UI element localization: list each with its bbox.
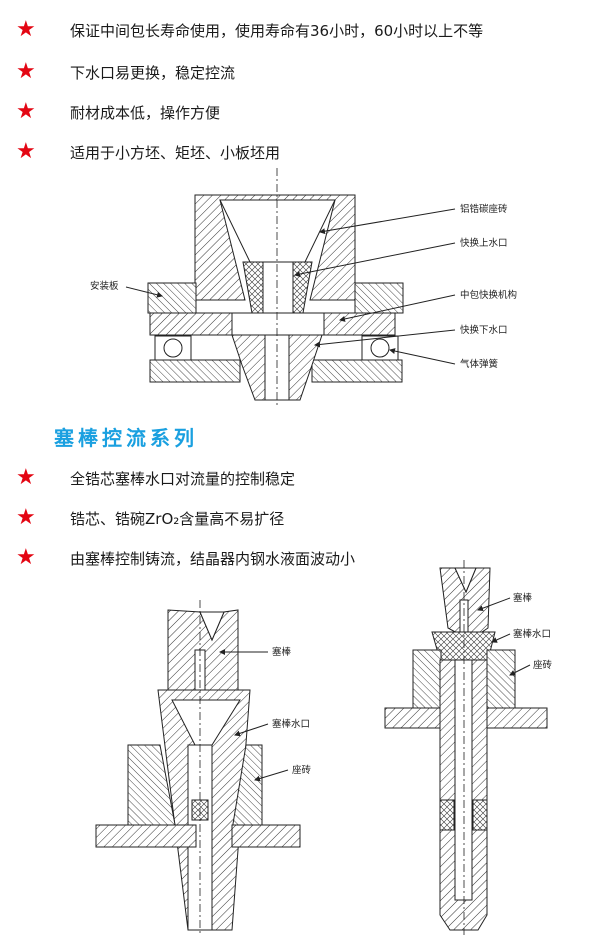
star-icon: ★ [16, 505, 36, 530]
label-mechanism: 中包快换机构 [460, 289, 517, 301]
label-seat-left: 座砖 [292, 764, 312, 776]
label-spring: 气体弹簧 [460, 358, 499, 370]
label-mounting-plate: 安装板 [90, 280, 119, 292]
feature-text: 锆芯、锆碗ZrO₂含量高不易扩径 [70, 509, 285, 528]
feature-item-1: ★ 保证中间包长寿命使用，使用寿命有36小时，60小时以上不等 [16, 17, 483, 43]
label-upper-nozzle: 快换上水口 [460, 237, 508, 249]
feature-text: 耐材成本低，操作方便 [70, 103, 221, 122]
label-zirconium-seat: 铝锆碳座砖 [460, 203, 508, 215]
star-icon: ★ [16, 465, 36, 490]
feature-text: 下水口易更换，稳定控流 [70, 63, 236, 82]
stopper-diagram-right [384, 560, 548, 935]
label-lower-nozzle: 快换下水口 [460, 324, 508, 336]
feature-text: 由塞棒控制铸流，结晶器内钢水液面波动小 [70, 549, 356, 568]
star-icon: ★ [16, 59, 36, 84]
feature-item-7: ★ 由塞棒控制铸流，结晶器内钢水液面波动小 [16, 545, 355, 571]
star-icon: ★ [16, 99, 36, 124]
section-title: 塞棒控流系列 [54, 426, 198, 450]
quick-change-diagram [125, 168, 456, 405]
feature-item-5: ★ 全锆芯塞棒水口对流量的控制稳定 [16, 465, 295, 491]
feature-text: 保证中间包长寿命使用，使用寿命有36小时，60小时以上不等 [70, 21, 484, 40]
label-stopper-right: 塞棒 [513, 592, 533, 604]
feature-item-4: ★ 适用于小方坯、矩坯、小板坯用 [16, 139, 280, 165]
star-icon: ★ [16, 139, 36, 164]
feature-item-6: ★ 锆芯、锆碗ZrO₂含量高不易扩径 [16, 505, 284, 531]
feature-text: 适用于小方坯、矩坯、小板坯用 [70, 143, 281, 162]
label-stopper-left: 塞棒 [272, 646, 292, 658]
stopper-diagram-left [95, 600, 301, 935]
feature-text: 全锆芯塞棒水口对流量的控制稳定 [70, 469, 296, 488]
label-nozzle-right: 塞棒水口 [513, 628, 551, 640]
star-icon: ★ [16, 17, 36, 42]
label-nozzle-left: 塞棒水口 [272, 718, 310, 730]
star-icon: ★ [16, 545, 36, 570]
label-seat-right: 座砖 [533, 659, 553, 671]
feature-item-2: ★ 下水口易更换，稳定控流 [16, 59, 235, 85]
feature-item-3: ★ 耐材成本低，操作方便 [16, 99, 220, 125]
